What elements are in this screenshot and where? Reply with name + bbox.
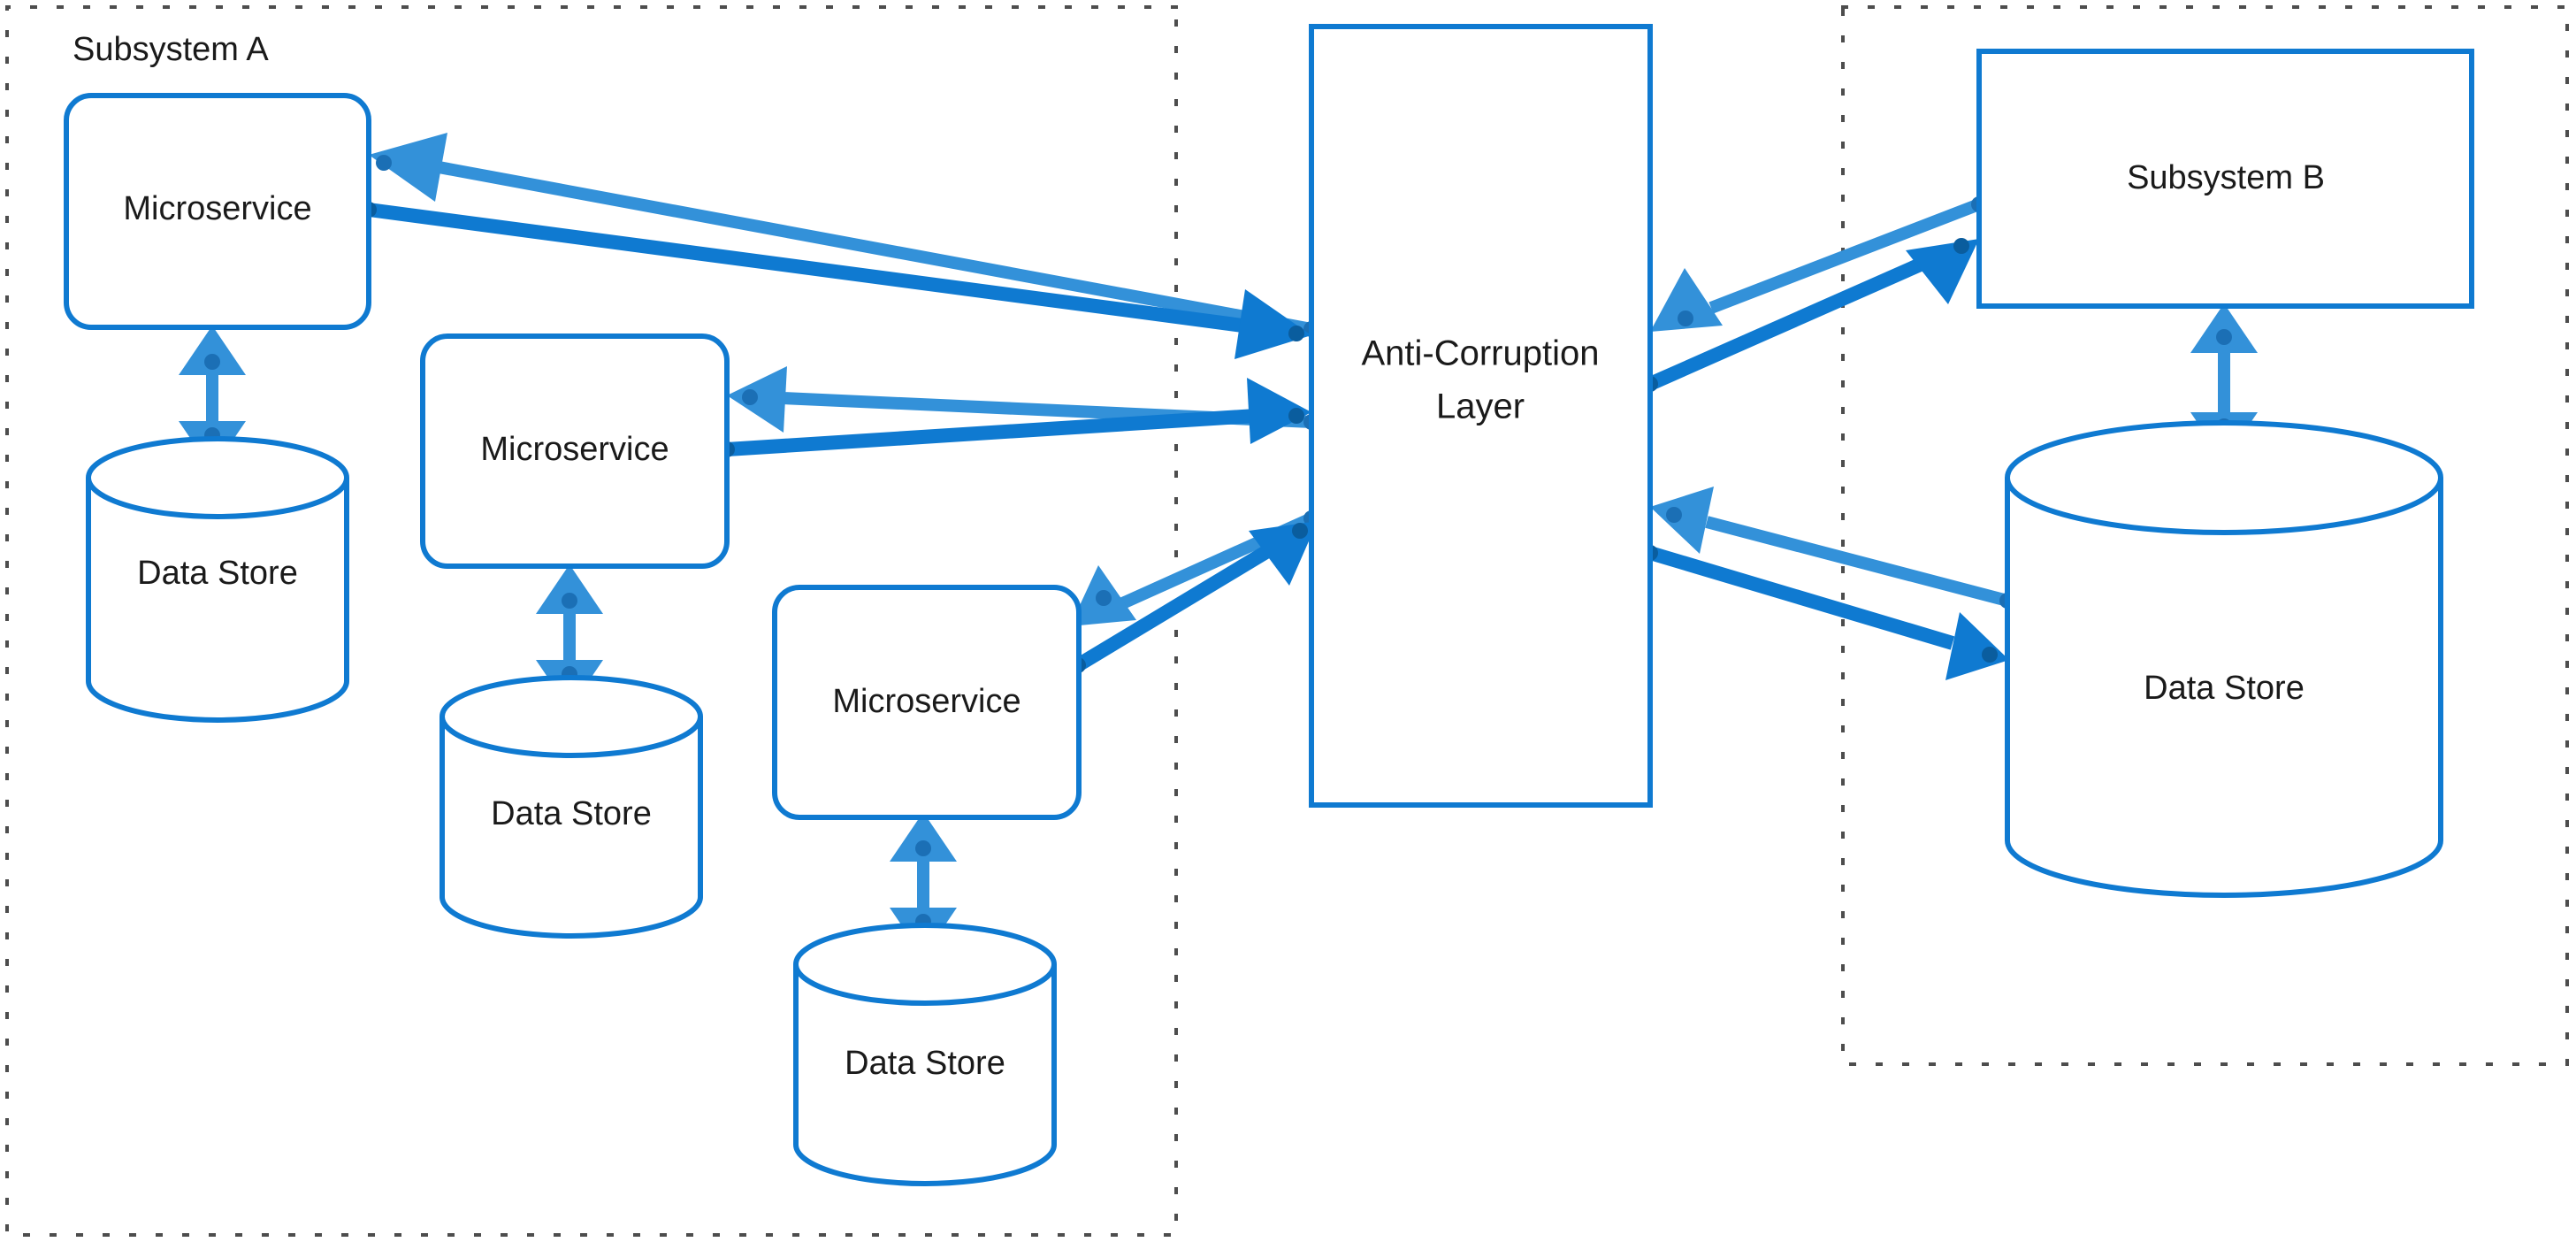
data-store-b-top-ellipse	[2005, 477, 2443, 535]
node-subsystem-b-box[interactable]: Subsystem B	[1976, 49, 2474, 309]
anti-corruption-layer-shape[interactable]	[1309, 24, 1653, 808]
node-microservice-3[interactable]: Microservice	[772, 585, 1082, 820]
node-data-store-b[interactable]: Data Store	[2005, 420, 2443, 898]
edge-acl-to-data-store-b	[1642, 545, 2009, 680]
edge-microservice-2-to-acl	[719, 378, 1311, 457]
data-store-b-body[interactable]	[2005, 420, 2443, 898]
data-store-1-top-ellipse	[86, 477, 349, 519]
node-data-store-3[interactable]: Data Store	[793, 923, 1057, 1186]
edge-microservice-1-to-acl	[361, 202, 1311, 359]
edge-microservice-3-to-acl	[1070, 521, 1318, 673]
node-anti-corruption-layer[interactable]: Anti-Corruption Layer	[1309, 24, 1653, 808]
node-microservice-1[interactable]: Microservice	[64, 93, 371, 330]
microservice-1-shape[interactable]	[64, 93, 371, 330]
microservice-3-shape[interactable]	[772, 585, 1082, 820]
data-store-2-label: Data Store	[491, 795, 652, 832]
anti-corruption-layer-label-line1: Anti-Corruption	[1361, 334, 1599, 373]
data-store-3-top-ellipse	[793, 963, 1057, 1006]
microservice-1-label: Microservice	[123, 190, 311, 227]
data-store-b-label: Data Store	[2144, 670, 2305, 707]
node-data-store-1[interactable]: Data Store	[86, 436, 349, 723]
microservice-2-shape[interactable]	[420, 334, 730, 569]
data-store-3-label: Data Store	[845, 1045, 1005, 1082]
subsystem-a-boundary-label: Subsystem A	[73, 31, 269, 68]
microservice-3-label: Microservice	[832, 683, 1020, 720]
data-store-2-top-ellipse	[440, 716, 703, 758]
data-store-1-label: Data Store	[137, 555, 298, 592]
subsystem-b-label: Subsystem B	[2127, 159, 2325, 196]
edge-data-store-b-to-acl	[1650, 487, 2015, 609]
subsystem-b-shape[interactable]	[1976, 49, 2474, 309]
microservice-2-label: Microservice	[480, 431, 669, 468]
anti-corruption-layer-label-line2: Layer	[1436, 387, 1525, 426]
node-data-store-2[interactable]: Data Store	[440, 675, 703, 939]
subsystem-b-boundary	[1841, 5, 2569, 1066]
node-microservice-2[interactable]: Microservice	[420, 334, 730, 569]
